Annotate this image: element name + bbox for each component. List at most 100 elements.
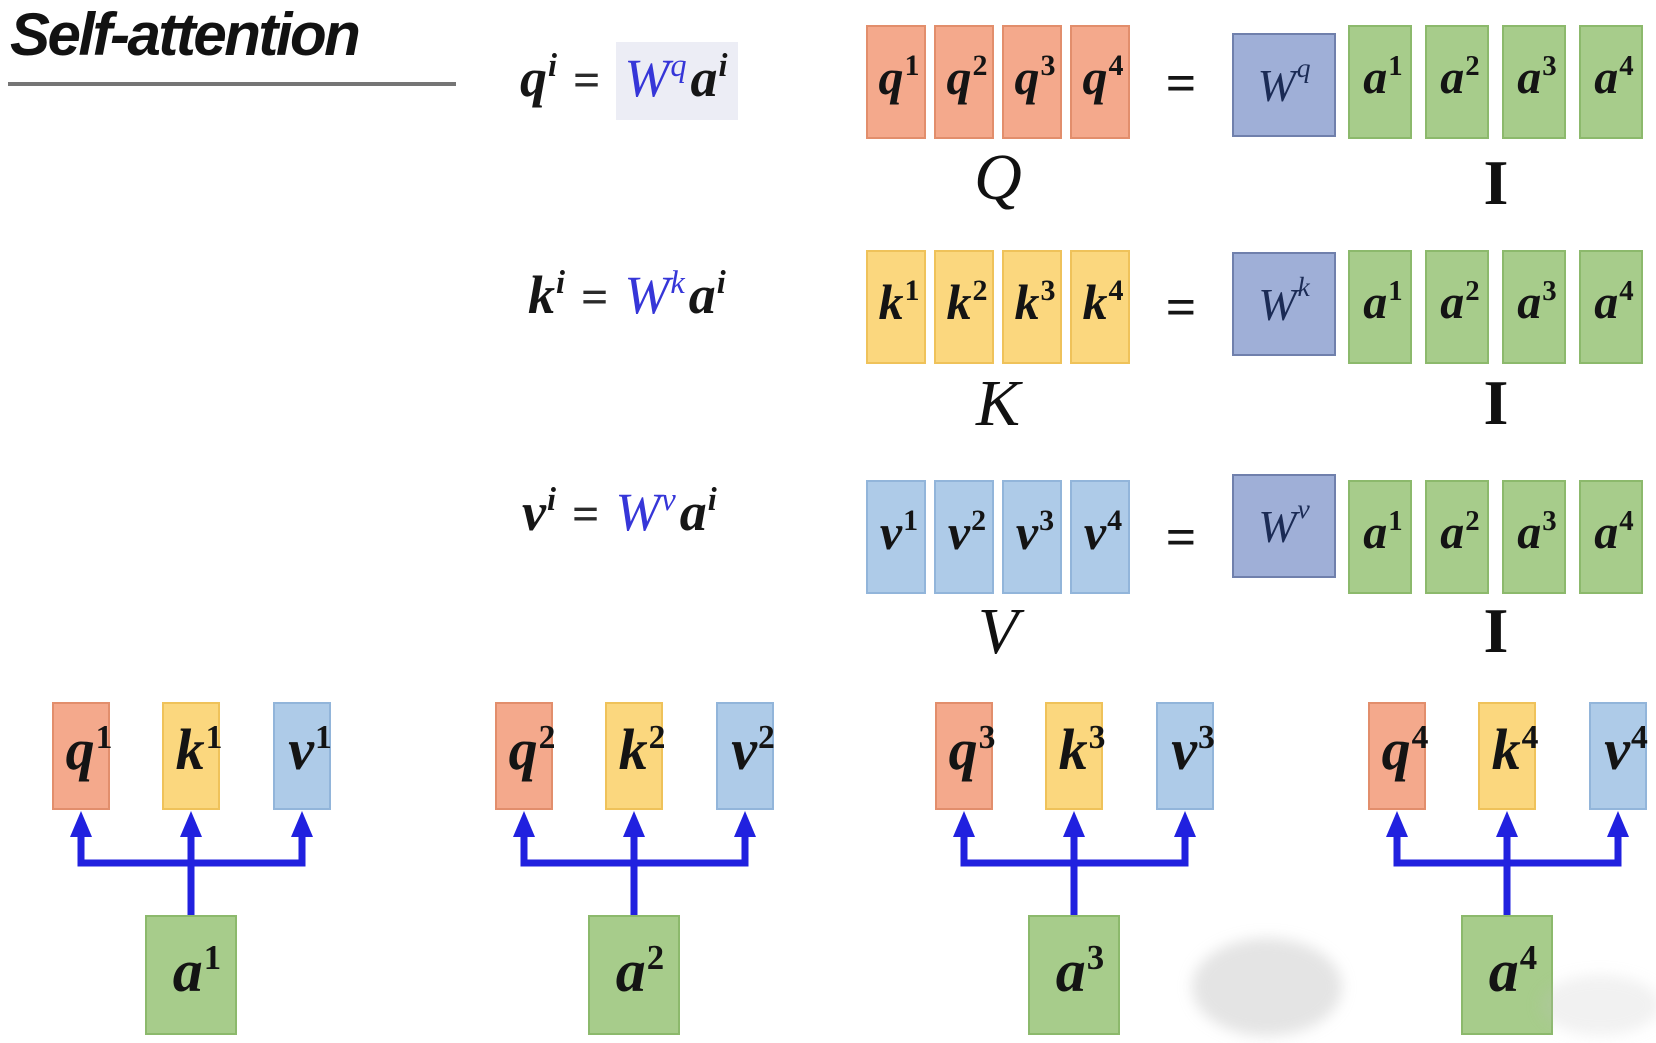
equation-v: vi=Wvai [522, 481, 717, 543]
token-v4-label: v4 [1579, 716, 1656, 783]
weight-sup: q [1296, 51, 1311, 83]
token-k4-box [1478, 702, 1536, 810]
matrix-cell-label: q2 [928, 48, 1006, 106]
equation-rhs-group: Wkai [624, 265, 725, 325]
cell-sup: 1 [1388, 50, 1403, 83]
token-sup: 4 [1519, 938, 1538, 978]
matrix-equals: = [1165, 53, 1197, 113]
token-k1-box [162, 702, 220, 810]
equation-lhs-sup: i [556, 264, 565, 301]
cell-sup: 2 [1465, 50, 1480, 83]
token-a4-box [1461, 915, 1553, 1035]
token-base: k [1491, 717, 1521, 782]
equation-weight: W [624, 48, 670, 108]
weight-sup: k [1297, 270, 1310, 302]
cell-sup: 2 [1465, 505, 1480, 538]
cell-sup: 3 [1039, 504, 1055, 538]
token-sup: 1 [314, 719, 332, 757]
input-cell-a1 [1348, 25, 1412, 139]
cell-sup: 3 [1040, 274, 1056, 308]
cell-base: a [1594, 51, 1619, 104]
arrowhead-up-icon [734, 811, 756, 837]
equation-weight: W [615, 482, 661, 542]
cell-base: v [879, 504, 903, 560]
cell-sup: 4 [1619, 50, 1634, 83]
matrix-cell-label: k3 [996, 273, 1074, 331]
cell-base: q [1014, 49, 1040, 105]
equation-weight: W [624, 265, 670, 325]
token-k4-label: k4 [1468, 716, 1562, 783]
cell-base: q [1082, 49, 1108, 105]
token-v2-box [716, 702, 774, 810]
equals-sign: = [573, 54, 601, 107]
cell-sup: 3 [1542, 50, 1557, 83]
matrix-cell-label: v1 [860, 503, 938, 561]
token-a2-box [588, 915, 680, 1035]
token-q1-box [52, 702, 110, 810]
token-q3-box [935, 702, 993, 810]
matrix-cell-label: k1 [860, 273, 938, 331]
token-sup: 1 [95, 719, 113, 757]
weight-base: W [1258, 278, 1297, 330]
token-a4-label: a4 [1455, 937, 1571, 1006]
token-sup: 4 [1521, 719, 1539, 757]
arrowhead-up-icon [513, 811, 535, 837]
cell-sup: 2 [972, 274, 988, 308]
equation-k: ki=Wkai [528, 264, 726, 326]
equation-rhs: a [690, 48, 718, 108]
matrix-cell-k4 [1070, 250, 1130, 364]
matrix-cell-k3 [1002, 250, 1062, 364]
cell-sup: 1 [903, 504, 919, 538]
token-q2-box [495, 702, 553, 810]
token-base: k [1058, 717, 1088, 782]
equation-lhs: v [522, 482, 546, 542]
arrowhead-up-icon [1063, 811, 1085, 837]
page-title: Self-attention [10, 1, 361, 68]
token-k2-label: k2 [595, 716, 689, 783]
cell-base: a [1363, 276, 1388, 329]
arrowhead-up-icon [623, 811, 645, 837]
token-base: a [1488, 938, 1519, 1004]
token-v1-box [273, 702, 331, 810]
cell-sup: 1 [1388, 275, 1403, 308]
arrowhead-up-icon [1174, 811, 1196, 837]
equals-sign: = [581, 271, 609, 324]
matrix-cell-label: q4 [1064, 48, 1142, 106]
matrix-cell-q2 [934, 25, 994, 139]
branch-arrows-group-1 [70, 811, 313, 923]
equation-rhs-sup: i [718, 47, 728, 84]
cell-sup: 2 [971, 504, 987, 538]
arrowhead-up-icon [291, 811, 313, 837]
token-base: q [65, 717, 95, 782]
branch-arrows-group-3 [953, 811, 1196, 923]
title-underline [8, 82, 456, 86]
input-cell-a2 [1425, 480, 1489, 594]
cell-sup: 2 [1465, 275, 1480, 308]
input-cell-a1 [1348, 250, 1412, 364]
arrowhead-up-icon [1496, 811, 1518, 837]
cell-sup: 1 [904, 274, 920, 308]
equation-rhs-sup: i [716, 264, 726, 301]
input-cell-label: a1 [1344, 505, 1422, 560]
token-k1-label: k1 [152, 716, 246, 783]
equation-weight-sup: k [670, 264, 685, 301]
matrix-cell-k2 [934, 250, 994, 364]
equation-rhs: a [688, 265, 716, 325]
weight-sup: v [1297, 492, 1310, 524]
token-base: k [618, 717, 648, 782]
token-sup: 4 [1630, 719, 1648, 757]
token-sup: 3 [978, 719, 996, 757]
token-a1-label: a1 [139, 937, 255, 1006]
cell-base: a [1594, 506, 1619, 559]
input-cell-a4 [1579, 25, 1643, 139]
token-sup: 3 [1197, 719, 1215, 757]
equation-lhs-sup: i [546, 481, 556, 518]
token-a3-box [1028, 915, 1120, 1035]
token-sup: 2 [646, 938, 665, 978]
token-q3-label: q3 [925, 716, 1019, 783]
matrix-cell-label: k4 [1064, 273, 1142, 331]
